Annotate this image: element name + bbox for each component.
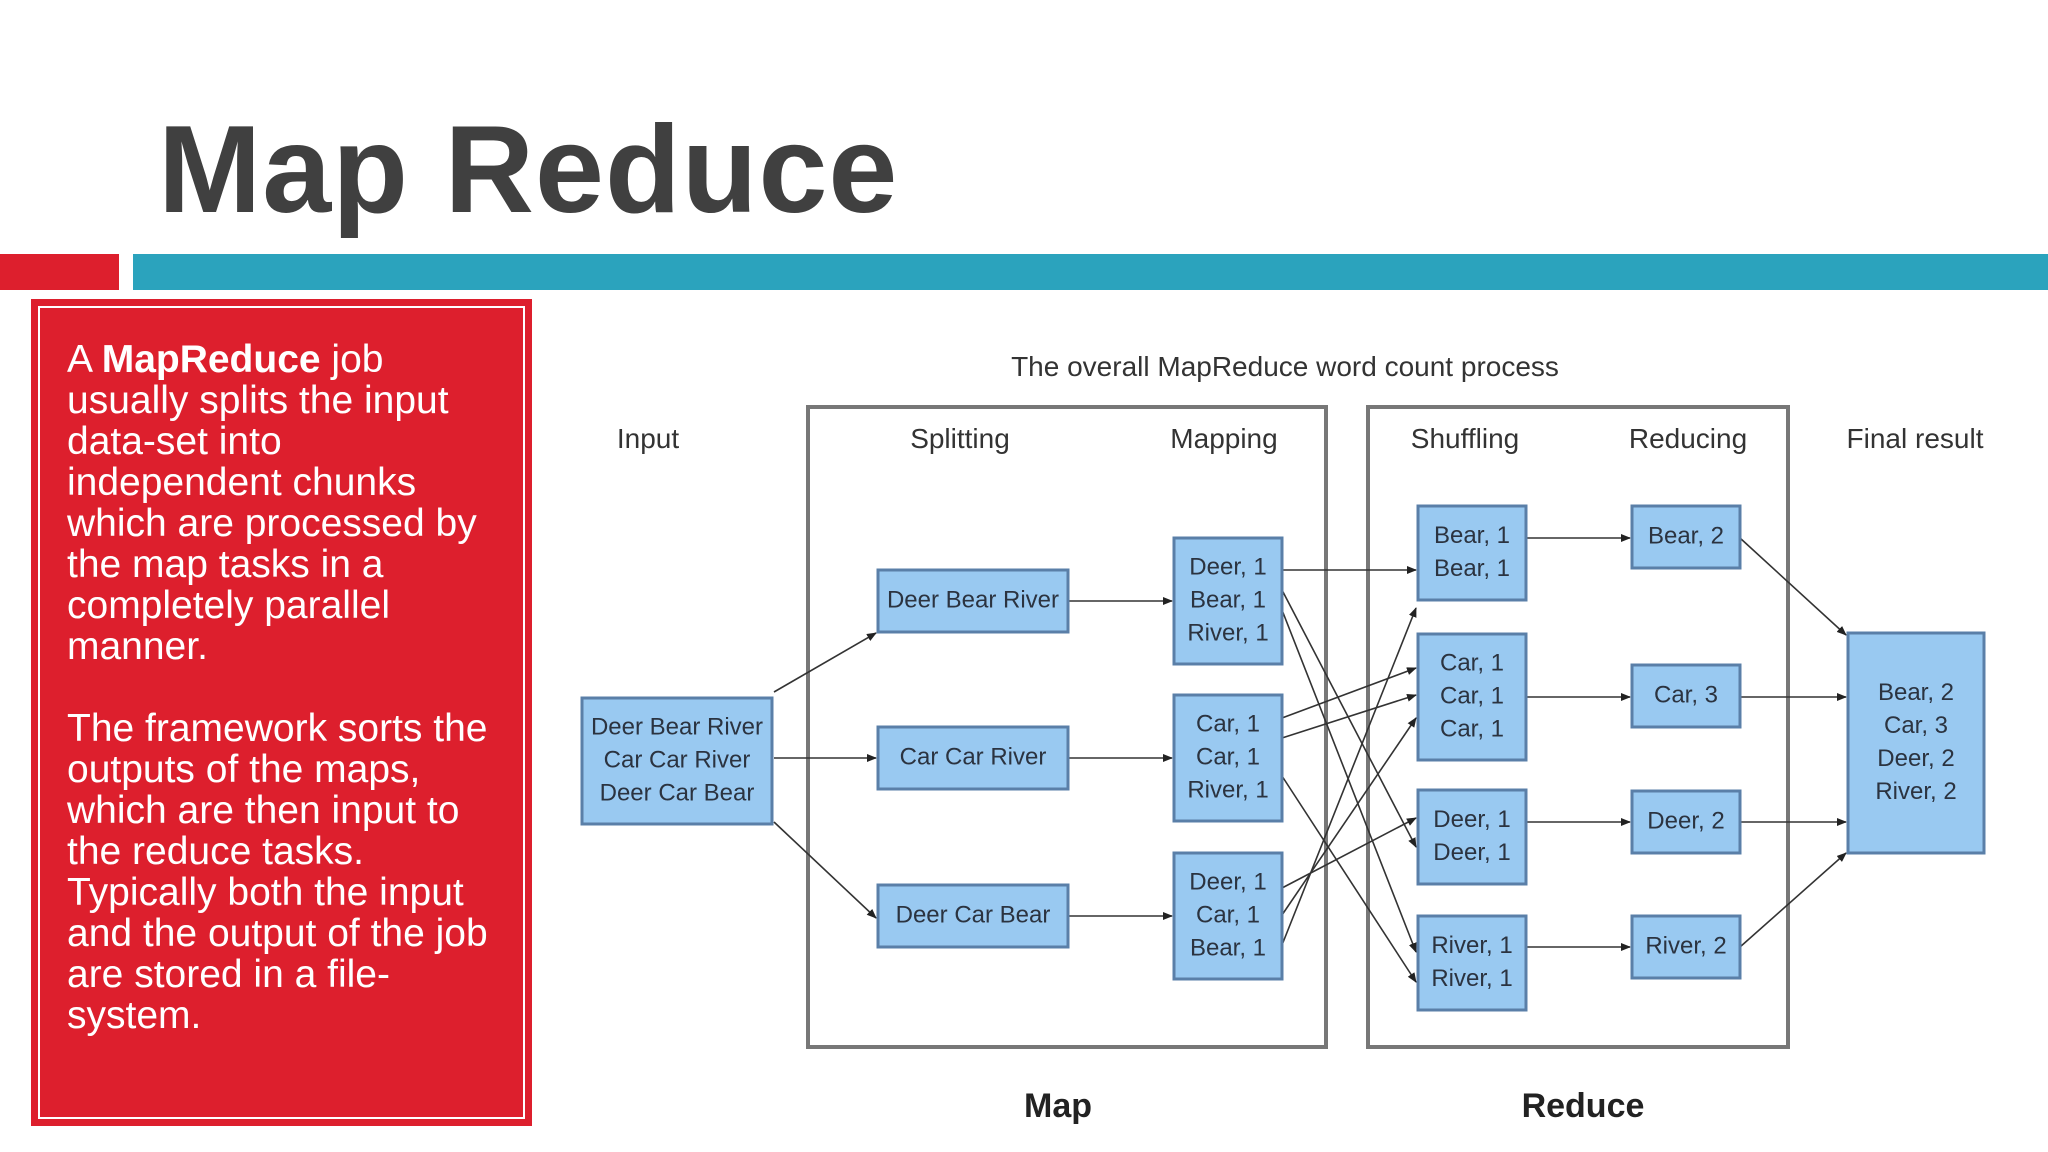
- mapping-box-rect: [1172, 536, 1284, 666]
- shuffle-box-line: Bear, 1: [1434, 555, 1510, 582]
- reduce-box-rect: [1630, 663, 1742, 729]
- reduce-box-line: Deer, 2: [1647, 807, 1724, 834]
- final-result-box-rect: [1846, 631, 1986, 855]
- reduce-box: Bear, 2: [1630, 504, 1742, 570]
- diagram-title: The overall MapReduce word count process: [1011, 351, 1559, 382]
- input-box-line: Car Car River: [604, 746, 751, 773]
- shuffle-box: Bear, 1 Bear, 1: [1416, 504, 1528, 602]
- reduce-group-label: Reduce: [1522, 1087, 1645, 1125]
- stage-label-mapping: Mapping: [1170, 423, 1277, 454]
- stage-label-splitting: Splitting: [910, 423, 1010, 454]
- input-box-line: Deer Bear River: [591, 713, 763, 740]
- mapping-box-line: River, 1: [1187, 776, 1268, 803]
- stage-label-final: Final result: [1847, 423, 1984, 454]
- split-box-rect: [876, 725, 1070, 791]
- final-result-box-line: Bear, 2: [1878, 679, 1954, 706]
- shuffle-box-line: Car, 1: [1440, 715, 1504, 742]
- reduce-box-line: Bear, 2: [1648, 522, 1724, 549]
- paragraph-1-rest: job usually splits the input data-set in…: [67, 338, 477, 668]
- flow-arrow: [1281, 775, 1417, 983]
- shuffle-box-line: Car, 1: [1440, 649, 1504, 676]
- shuffle-box-rect: [1416, 632, 1528, 762]
- split-box: Car Car River: [876, 725, 1070, 791]
- input-box-line: Deer Car Bear: [600, 779, 755, 806]
- final-result-box-line: Deer, 2: [1877, 745, 1954, 772]
- stage-label-shuffling: Shuffling: [1411, 423, 1519, 454]
- mapping-box-line: Bear, 1: [1190, 934, 1266, 961]
- slide-title: Map Reduce: [158, 101, 899, 239]
- flow-arrow: [1739, 852, 1847, 948]
- split-box-line: Deer Bear River: [887, 586, 1059, 613]
- split-box-rect: [876, 568, 1070, 634]
- mapping-box: Deer, 1 Bear, 1 River, 1: [1172, 536, 1284, 666]
- final-result-box-line: River, 2: [1875, 778, 1956, 805]
- mapping-box-line: Deer, 1: [1189, 553, 1266, 580]
- flow-arrow: [1281, 607, 1417, 946]
- paragraph-1: A MapReduce job usually splits the input…: [67, 339, 507, 667]
- reduce-box: River, 2: [1630, 914, 1742, 980]
- mapping-box-line: Car, 1: [1196, 710, 1260, 737]
- mapping-box: Deer, 1 Car, 1 Bear, 1: [1172, 851, 1284, 981]
- flow-arrow: [1281, 589, 1417, 848]
- flow-arrow: [1281, 667, 1417, 719]
- flow-arrow: [1281, 693, 1417, 739]
- mapping-box-line: Car, 1: [1196, 743, 1260, 770]
- mapping-box-line: River, 1: [1187, 619, 1268, 646]
- mapping-box-rect: [1172, 851, 1284, 981]
- reduce-box: Car, 3: [1630, 663, 1742, 729]
- split-box-line: Car Car River: [900, 743, 1047, 770]
- map-frame: [806, 405, 1328, 1049]
- paragraph-1-prefix: A: [67, 338, 102, 381]
- map-group-label: Map: [1024, 1087, 1092, 1125]
- shuffle-box-line: Car, 1: [1440, 682, 1504, 709]
- split-box: Deer Bear River: [876, 568, 1070, 634]
- shuffle-box-line: Deer, 1: [1433, 806, 1510, 833]
- flow-arrow: [1281, 717, 1417, 916]
- description-box: A MapReduce job usually splits the input…: [31, 299, 532, 1126]
- paragraph-1-bold-term: MapReduce: [101, 338, 321, 381]
- shuffle-box-rect: [1416, 504, 1528, 602]
- shuffle-box: River, 1 River, 1: [1416, 914, 1528, 1012]
- mapping-box-rect: [1172, 693, 1284, 823]
- split-box-line: Deer Car Bear: [896, 901, 1051, 928]
- final-result-box-line: Car, 3: [1884, 712, 1948, 739]
- reduce-box-line: River, 2: [1645, 932, 1726, 959]
- split-box: Deer Car Bear: [876, 883, 1070, 949]
- shuffle-box-line: River, 1: [1431, 965, 1512, 992]
- flow-arrow: [1739, 537, 1847, 636]
- input-box-rect: [580, 696, 774, 826]
- reduce-box: Deer, 2: [1630, 789, 1742, 855]
- flow-arrow: [1281, 817, 1417, 889]
- stage-label-input: Input: [617, 423, 679, 454]
- stage-label-reducing: Reducing: [1629, 423, 1747, 454]
- split-box-rect: [876, 883, 1070, 949]
- shuffle-box-line: Bear, 1: [1434, 522, 1510, 549]
- description-box-border: [38, 306, 525, 1119]
- final-result-box: Bear, 2 Car, 3 Deer, 2 River, 2: [1846, 631, 1986, 855]
- mapping-box: Car, 1 Car, 1 River, 1: [1172, 693, 1284, 823]
- accent-bar-red: [0, 254, 119, 290]
- reduce-box-rect: [1630, 504, 1742, 570]
- shuffle-box-rect: [1416, 788, 1528, 886]
- paragraph-2: The framework sorts the outputs of the m…: [67, 707, 488, 1037]
- accent-bar-teal: [133, 254, 2048, 290]
- flow-arrow: [1281, 609, 1417, 953]
- description-text: A MapReduce job usually splits the input…: [67, 339, 507, 1036]
- shuffle-box-line: River, 1: [1431, 932, 1512, 959]
- shuffle-box: Car, 1 Car, 1 Car, 1: [1416, 632, 1528, 762]
- mapping-box-line: Deer, 1: [1189, 868, 1266, 895]
- mapreduce-diagram: The overall MapReduce word count process…: [580, 351, 1986, 1125]
- mapping-box-line: Car, 1: [1196, 901, 1260, 928]
- reduce-box-line: Car, 3: [1654, 681, 1718, 708]
- reduce-box-rect: [1630, 914, 1742, 980]
- flow-arrow: [773, 821, 877, 919]
- shuffle-box-line: Deer, 1: [1433, 839, 1510, 866]
- shuffle-box-rect: [1416, 914, 1528, 1012]
- shuffle-box: Deer, 1 Deer, 1: [1416, 788, 1528, 886]
- flow-arrow: [773, 632, 877, 693]
- reduce-box-rect: [1630, 789, 1742, 855]
- mapping-box-line: Bear, 1: [1190, 586, 1266, 613]
